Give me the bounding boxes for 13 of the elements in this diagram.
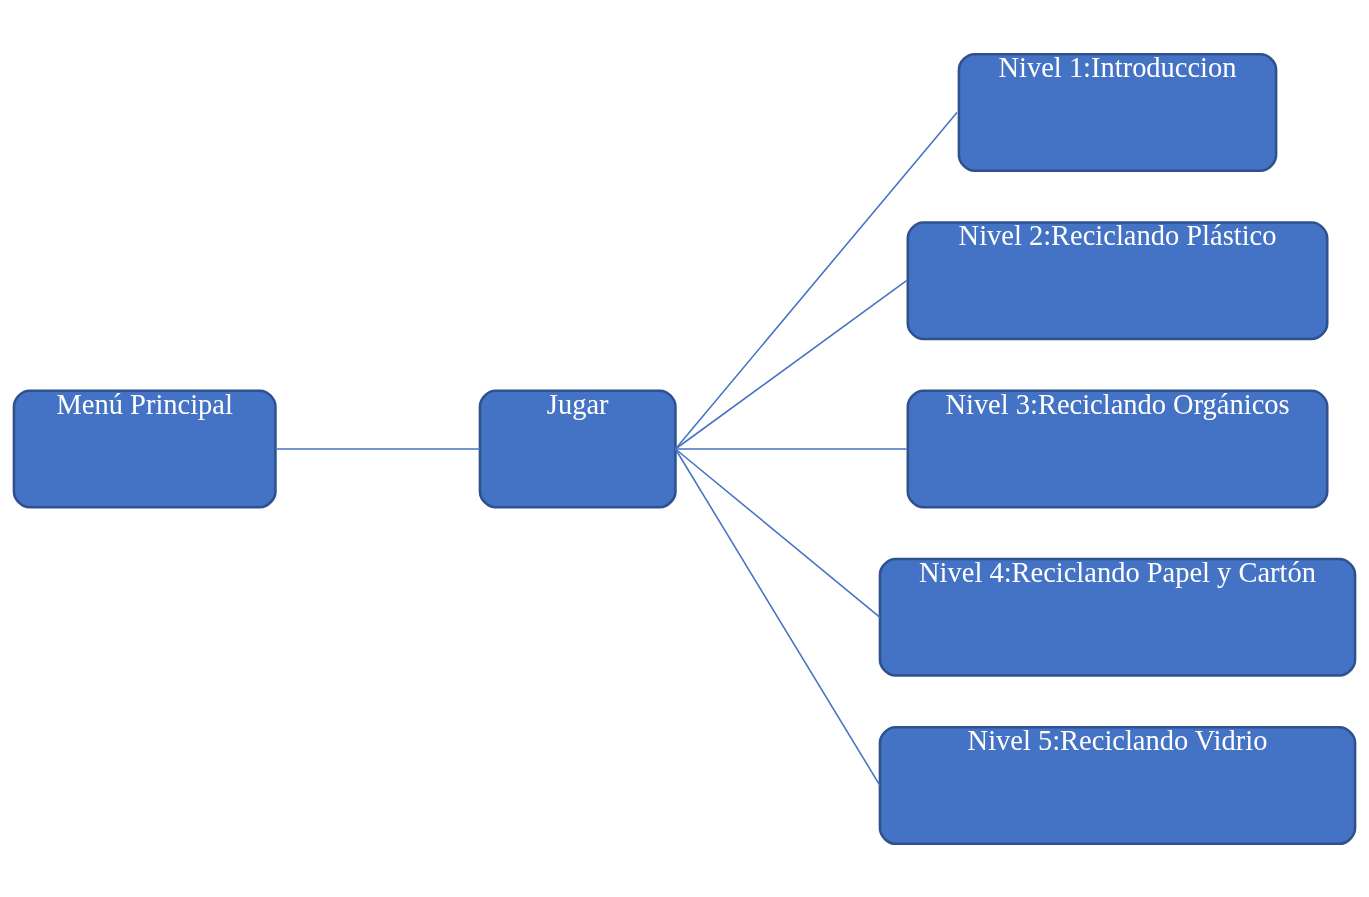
connector bbox=[674, 447, 881, 618]
connector bbox=[674, 447, 908, 450]
connector bbox=[674, 279, 908, 450]
connector bbox=[674, 111, 958, 450]
connector bbox=[274, 447, 481, 450]
node-box: Nivel 3:Reciclando Orgánicos bbox=[906, 388, 1329, 509]
node-box: Nivel 2:Reciclando Plástico bbox=[906, 220, 1329, 340]
node-box: Jugar bbox=[478, 388, 677, 509]
node-box: Nivel 4:Reciclando Papel y Cartón bbox=[878, 557, 1357, 677]
node-box: Nivel 5:Reciclando Vidrio bbox=[878, 725, 1357, 845]
node-box: Menú Principal bbox=[12, 388, 277, 509]
node-box: Nivel 1:Introduccion bbox=[957, 52, 1278, 172]
connector bbox=[674, 447, 881, 786]
